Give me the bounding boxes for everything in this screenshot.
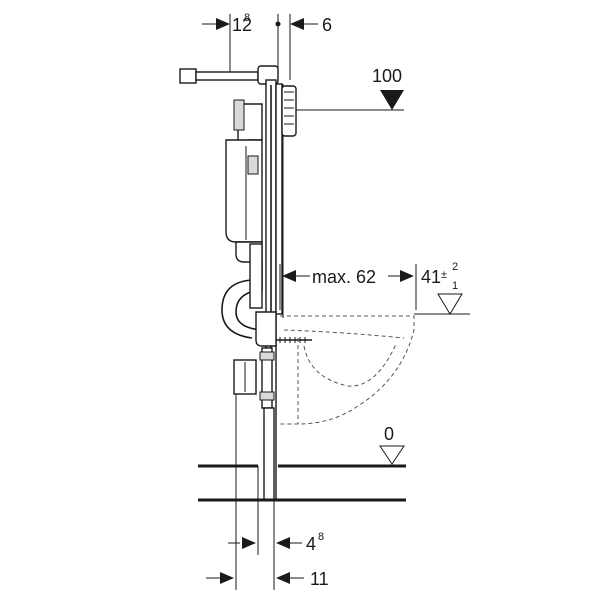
rod-end-cap [179, 68, 197, 84]
flush-pipe [221, 243, 263, 339]
pipe-height-marker [380, 90, 404, 110]
flush-pipe-vertical [249, 243, 263, 309]
supply-ring [281, 85, 297, 137]
projection-arrow-right [400, 270, 414, 282]
waste-clamp-2 [259, 391, 275, 401]
bottom-inner-arrow-right [276, 537, 290, 549]
projection-dimension: max. 62 41 ± 2 1 [279, 261, 470, 315]
waste-clamp-1 [259, 351, 275, 361]
bottom-inner-arrow-left [242, 537, 256, 549]
floor-level-marker [379, 445, 405, 465]
dim-bottom-inner-value: 4 [306, 534, 316, 554]
seat-level-marker [437, 293, 463, 315]
dim-top-left-sup: 8 [244, 12, 250, 24]
dim-seat-height: 41 [421, 267, 441, 287]
bottom-outer-arrow-left [220, 572, 234, 584]
top-arrow-left [216, 18, 230, 30]
dim-pipe-height: 100 [372, 66, 402, 86]
dim-seat-plus: 2 [452, 261, 458, 273]
waste-elbow [255, 311, 277, 347]
frame-leg [263, 407, 275, 501]
frame-rear-upright [275, 83, 283, 315]
cistern-valve-housing [233, 99, 245, 131]
dim-seat-minus: 1 [452, 280, 458, 292]
frame-legs [263, 407, 275, 501]
pan-bowl [303, 343, 397, 387]
flush-bend-outer [221, 262, 253, 339]
dim-bottom-outer: 11 [310, 569, 329, 589]
waste-connection [233, 311, 312, 409]
dim-bottom-inner-sup: 8 [318, 531, 324, 543]
pan-rim [283, 329, 405, 339]
top-dimension-group: 12 8 6 [202, 12, 332, 80]
wc-pan-outline [280, 315, 415, 425]
pan-outer [280, 315, 415, 425]
floor-level: 0 [198, 424, 406, 502]
cistern-tank [225, 139, 263, 243]
dim-top-left-value: 12 [232, 15, 252, 35]
projection-arrow-left [282, 270, 296, 282]
top-arrow-right [290, 18, 304, 30]
dim-top-right: 6 [322, 15, 332, 35]
cistern-inner-block [247, 155, 259, 175]
dim-floor-level: 0 [384, 424, 394, 444]
dim-max-projection: max. 62 [312, 267, 376, 287]
bottom-dimension-group: 4 8 11 [206, 394, 329, 590]
cistern [225, 99, 263, 263]
dim-seat-pm: ± [441, 269, 447, 281]
supply-connection: 100 [281, 66, 404, 137]
rod-shaft [195, 71, 259, 81]
top-center-dot [275, 21, 281, 27]
actuator-rod [179, 65, 279, 85]
bottom-outer-arrow-right [276, 572, 290, 584]
